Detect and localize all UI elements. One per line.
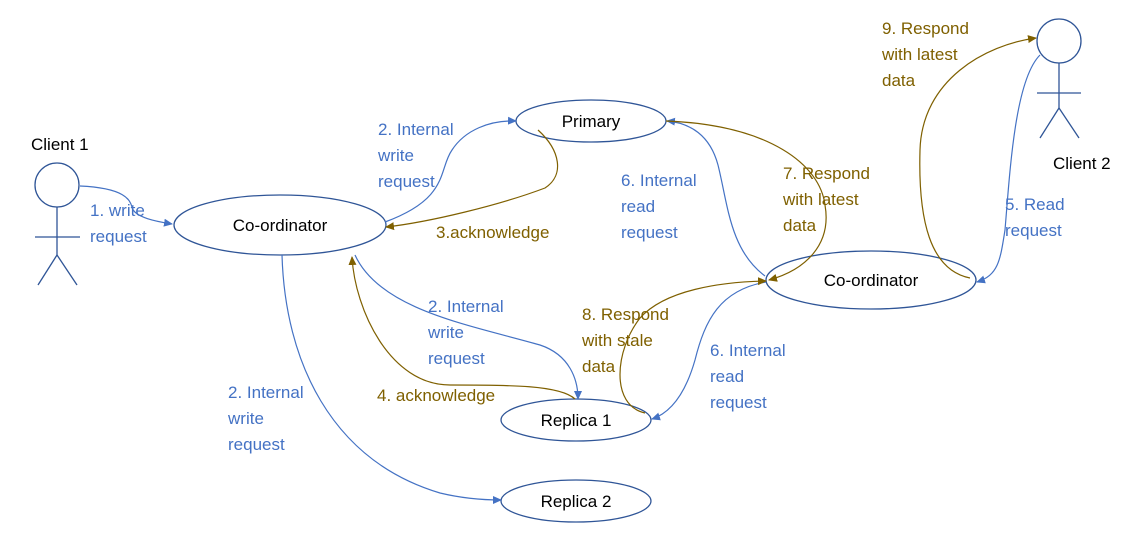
label-line: read	[710, 367, 744, 386]
coordinator-right-label: Co-ordinator	[824, 271, 919, 290]
label-internal-write-primary: 2. Internal write request	[377, 120, 454, 191]
label-line: 8. Respond	[582, 305, 669, 324]
label-line: 1. write	[90, 201, 145, 220]
label-line: with latest	[782, 190, 859, 209]
label-line: write	[427, 323, 464, 342]
label-line: request	[621, 223, 678, 242]
label-line: write	[227, 409, 264, 428]
arrow-respond-latest-client	[919, 35, 1037, 279]
arrow-internal-write-primary	[384, 116, 517, 223]
coordinator-left-label: Co-ordinator	[233, 216, 328, 235]
replica1-label: Replica 1	[541, 411, 612, 430]
label-internal-read-primary: 6. Internal read request	[621, 171, 697, 242]
primary-label: Primary	[562, 112, 621, 131]
arrow-write-request	[79, 185, 173, 227]
label-line: 2. Internal	[428, 297, 504, 316]
label-respond-latest-primary: 7. Respond with latest data	[782, 164, 870, 235]
arrow-acknowledge-replica1	[348, 256, 576, 400]
label-line: request	[90, 227, 147, 246]
client1-actor	[34, 162, 80, 286]
label-line: 5. Read	[1005, 195, 1065, 214]
label-line: request	[428, 349, 485, 368]
label-line: data	[582, 357, 616, 376]
coordinator-left-node: Co-ordinator	[173, 194, 387, 256]
label-line: 7. Respond	[783, 164, 870, 183]
arrow-respond-stale	[619, 277, 767, 414]
label-read-request: 5. Read request	[1005, 195, 1065, 240]
label-line: 4. acknowledge	[377, 386, 495, 405]
label-line: 3.acknowledge	[436, 223, 549, 242]
arrow-internal-read-replica1	[651, 281, 767, 421]
label-line: request	[228, 435, 285, 454]
label-line: write	[377, 146, 414, 165]
label-line: 6. Internal	[621, 171, 697, 190]
label-acknowledge-primary: 3.acknowledge	[436, 223, 549, 242]
arrow-acknowledge-primary	[385, 129, 559, 231]
label-respond-latest-client: 9. Respond with latest data	[881, 19, 969, 90]
replica2-label: Replica 2	[541, 492, 612, 511]
label-line: with stale	[581, 331, 653, 350]
label-line: with latest	[881, 45, 958, 64]
label-internal-write-replica1: 2. Internal write request	[427, 297, 504, 368]
label-line: 6. Internal	[710, 341, 786, 360]
replica1-node: Replica 1	[500, 398, 652, 442]
label-respond-stale: 8. Respond with stale data	[581, 305, 669, 376]
label-line: data	[783, 216, 817, 235]
arrow-read-request	[976, 54, 1041, 284]
label-line: request	[378, 172, 435, 191]
label-internal-write-replica2: 2. Internal write request	[227, 383, 304, 454]
arrow-respond-latest-primary	[665, 120, 827, 282]
arrow-internal-read-primary	[666, 117, 766, 277]
client1-label: Client 1	[31, 135, 89, 154]
replica2-node: Replica 2	[500, 479, 652, 523]
client2-label: Client 2	[1053, 154, 1111, 173]
label-line: data	[882, 71, 916, 90]
label-line: 9. Respond	[882, 19, 969, 38]
primary-node: Primary	[515, 99, 667, 143]
client2-actor	[1036, 18, 1082, 139]
arrow-internal-write-replica1	[354, 254, 582, 400]
label-internal-read-replica1: 6. Internal read request	[710, 341, 786, 412]
arrow-internal-write-replica2	[281, 254, 502, 504]
coordinator-right-node: Co-ordinator	[765, 250, 977, 310]
label-acknowledge-replica1: 4. acknowledge	[377, 386, 495, 405]
label-line: 2. Internal	[378, 120, 454, 139]
label-line: request	[1005, 221, 1062, 240]
label-line: 2. Internal	[228, 383, 304, 402]
label-line: read	[621, 197, 655, 216]
label-line: request	[710, 393, 767, 412]
label-write-request: 1. write request	[90, 201, 147, 246]
